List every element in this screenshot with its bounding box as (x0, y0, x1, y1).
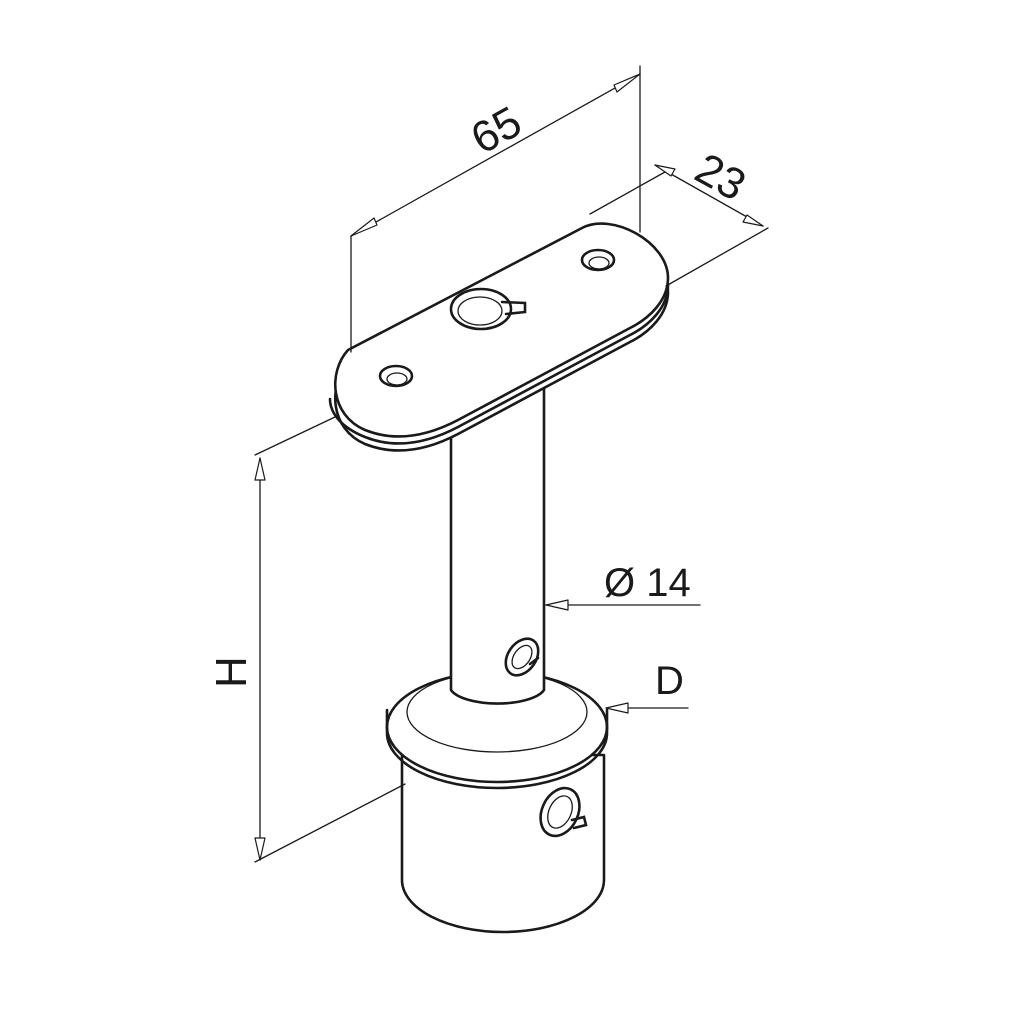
width-label: 23 (687, 144, 754, 211)
tube-screw-icon (504, 637, 540, 677)
tube-diameter-label: Ø 14 (604, 561, 691, 605)
grub-screw-icon (539, 786, 588, 838)
mounting-hole-icon (378, 364, 414, 388)
center-screw-icon (449, 287, 527, 331)
dimension-height: H (207, 416, 406, 863)
leader-tube-diameter: Ø 14 (545, 561, 701, 611)
support-tube (449, 378, 546, 705)
length-label: 65 (463, 97, 530, 164)
height-label: H (207, 656, 256, 688)
saddle-plate (328, 222, 670, 452)
base-diameter-label: D (655, 659, 684, 703)
mounting-hole-icon (580, 248, 616, 272)
base-socket (385, 670, 609, 934)
leader-base-diameter: D (605, 659, 689, 714)
